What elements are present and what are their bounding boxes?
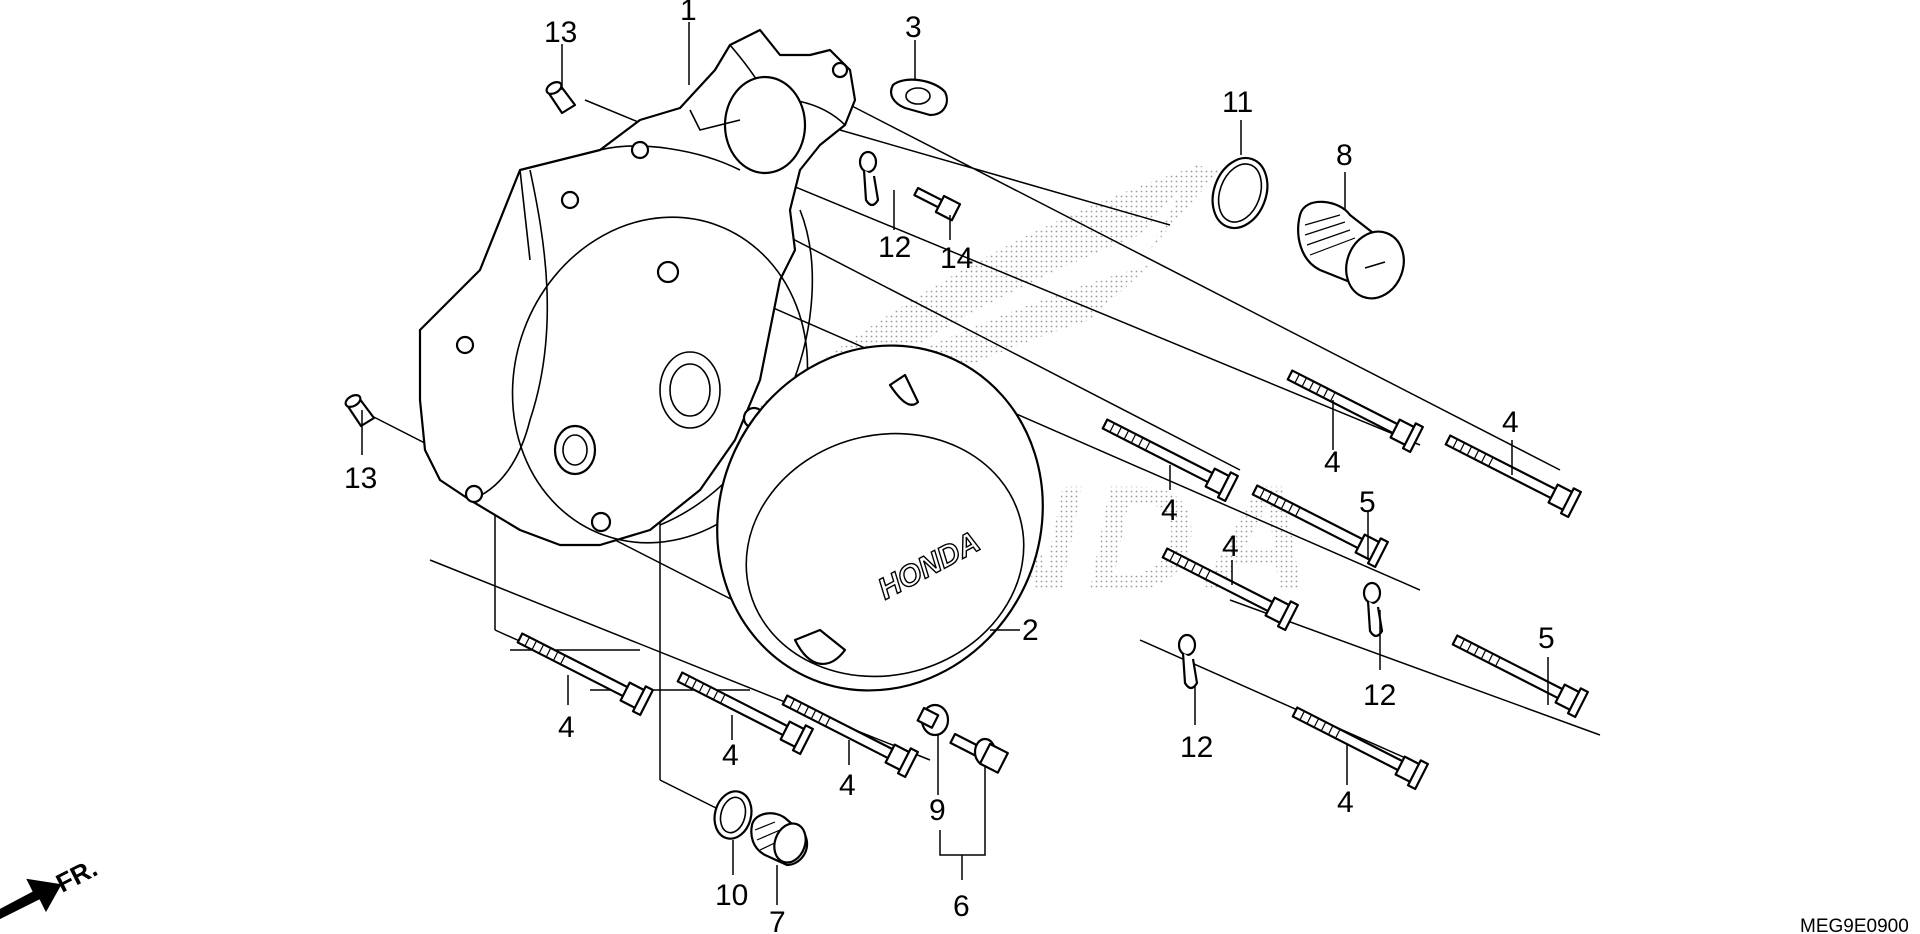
generator-cover[interactable]: HONDA [661, 292, 1099, 744]
bolt-4-a[interactable] [1282, 361, 1424, 454]
clip-12-lower[interactable] [1177, 633, 1199, 690]
bolt-set-6[interactable] [949, 732, 1009, 774]
bolt-5-b[interactable] [1447, 626, 1589, 719]
callout-14: 14 [940, 242, 973, 275]
timing-hole-cap[interactable] [1297, 200, 1413, 307]
callout-4-b: 4 [1502, 406, 1519, 439]
callout-1: 1 [680, 0, 697, 27]
front-direction-arrow: FR. [0, 853, 102, 920]
callout-13-upper: 13 [544, 16, 577, 49]
o-ring-11[interactable] [1203, 150, 1276, 235]
callout-4-g: 4 [722, 739, 739, 772]
callout-12-upper: 12 [878, 231, 911, 264]
callout-7: 7 [769, 906, 786, 934]
callout-6: 6 [953, 890, 970, 923]
callout-numbers: 1 3 13 11 8 12 14 13 4 4 4 4 5 5 12 12 4… [344, 0, 1555, 934]
bolt-9[interactable] [916, 703, 950, 737]
crankshaft-hole-cap[interactable] [750, 812, 811, 867]
callout-8: 8 [1336, 139, 1353, 172]
callout-11: 11 [1222, 86, 1253, 119]
callout-5-a: 5 [1359, 486, 1376, 519]
callout-10: 10 [715, 879, 748, 912]
callout-2: 2 [1022, 614, 1039, 647]
dowel-pin-lower[interactable] [344, 393, 376, 428]
grommet[interactable] [889, 78, 948, 117]
o-ring-10[interactable] [709, 787, 756, 843]
callout-4-e: 4 [1337, 786, 1354, 819]
front-direction-label: FR. [51, 853, 102, 899]
callout-5-b: 5 [1538, 622, 1555, 655]
dowel-pin-upper[interactable] [545, 80, 577, 115]
callout-4-f: 4 [558, 711, 575, 744]
callout-leaders [361, 22, 1549, 905]
callout-4-h: 4 [839, 769, 856, 802]
callout-12-right: 12 [1363, 679, 1396, 712]
callout-3: 3 [905, 11, 922, 44]
callout-4-d: 4 [1222, 530, 1239, 563]
diagram-code: MEG9E0900 [1800, 916, 1909, 934]
bolt-4-f[interactable] [512, 624, 654, 717]
clip-12-upper[interactable] [858, 150, 880, 207]
callout-4-a: 4 [1324, 446, 1341, 479]
callout-13-lower: 13 [344, 462, 377, 495]
callout-4-c: 4 [1161, 494, 1178, 527]
bolt-4-e[interactable] [1287, 698, 1429, 791]
callout-9: 9 [929, 794, 946, 827]
small-bolt-14[interactable] [913, 186, 962, 222]
callout-12-lower: 12 [1180, 731, 1213, 764]
